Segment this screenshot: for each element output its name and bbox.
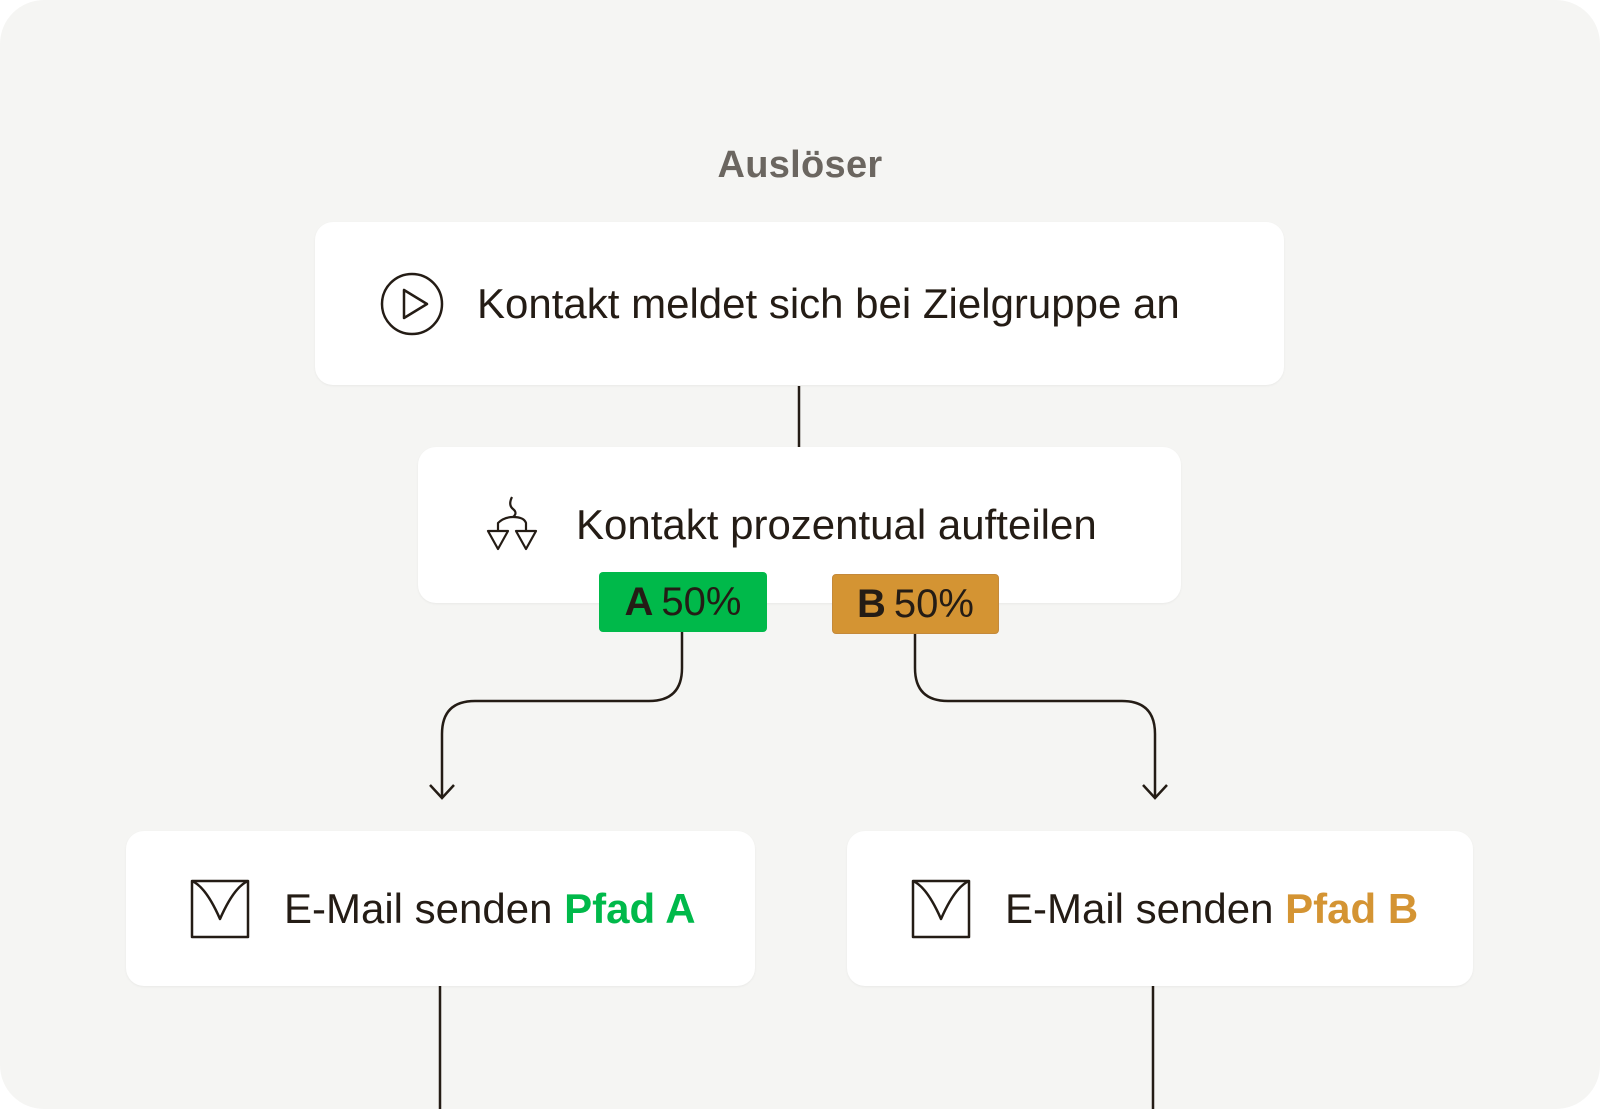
badge-letter: B xyxy=(857,581,886,626)
badge-percent: 50% xyxy=(661,579,742,624)
envelope-icon xyxy=(190,879,250,939)
action-text: E-Mail senden xyxy=(1005,884,1274,932)
send-email-label-a: E-Mail senden Pfad A xyxy=(284,885,696,933)
arrowhead-branch-b xyxy=(1142,784,1168,800)
send-email-card-a[interactable]: E-Mail senden Pfad A xyxy=(126,831,755,986)
branch-badge-b: B 50% xyxy=(832,574,999,634)
path-tag-b: Pfad B xyxy=(1285,884,1419,932)
send-email-card-b[interactable]: E-Mail senden Pfad B xyxy=(847,831,1473,986)
arrowhead-branch-a xyxy=(429,784,455,800)
branch-badge-a: A 50% xyxy=(599,572,767,632)
badge-letter: A xyxy=(624,579,654,624)
connector-branch-b xyxy=(913,634,1157,797)
connector-branch-a xyxy=(440,631,684,797)
badge-percent: 50% xyxy=(893,581,974,626)
path-tag-a: Pfad A xyxy=(564,884,696,932)
trigger-card[interactable]: Kontakt meldet sich bei Zielgruppe an xyxy=(315,222,1284,385)
split-label: Kontakt prozentual aufteilen xyxy=(576,501,1097,548)
play-circle-icon xyxy=(379,271,445,337)
trigger-label: Kontakt meldet sich bei Zielgruppe an xyxy=(477,279,1180,327)
send-email-label-b: E-Mail senden Pfad B xyxy=(1005,885,1418,933)
envelope-icon xyxy=(911,879,971,939)
split-card[interactable]: Kontakt prozentual aufteilen xyxy=(418,447,1181,603)
action-text: E-Mail senden xyxy=(284,884,553,932)
split-arrows-icon xyxy=(482,495,542,555)
section-label: Auslöser xyxy=(717,144,883,186)
